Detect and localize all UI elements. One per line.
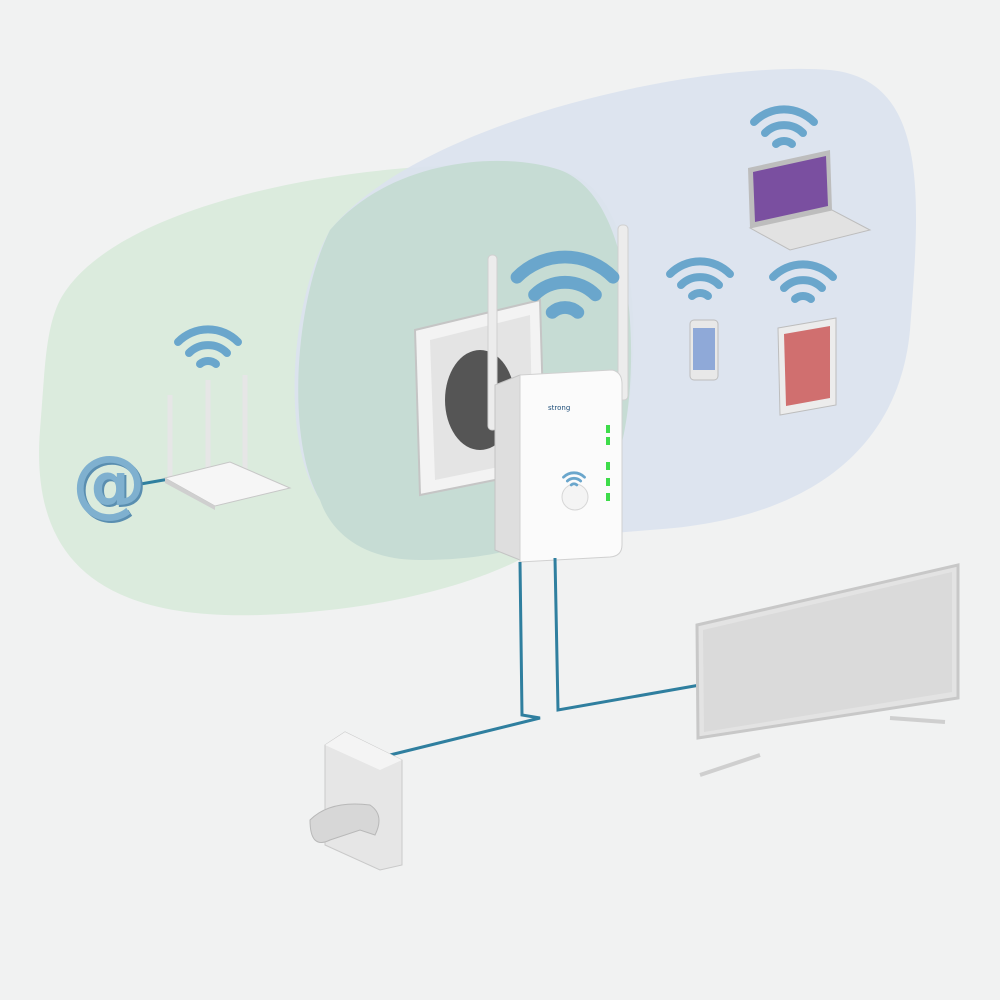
internet-at-symbol: @ <box>72 440 146 526</box>
router-icon <box>163 375 292 510</box>
game-console-icon <box>309 731 403 871</box>
laptop-icon <box>748 150 872 251</box>
wifi-extender-icon: strong <box>487 224 629 563</box>
led-indicator <box>606 437 610 445</box>
led-indicator <box>606 425 610 433</box>
smartphone-icon <box>689 319 719 381</box>
tv-cable <box>553 557 701 712</box>
led-indicator <box>606 462 610 470</box>
tv-icon <box>695 563 960 777</box>
tablet-icon <box>777 317 837 416</box>
led-indicator <box>606 478 610 486</box>
console-cable <box>389 561 541 757</box>
led-indicator <box>606 493 610 501</box>
svg-text:strong: strong <box>548 404 570 412</box>
